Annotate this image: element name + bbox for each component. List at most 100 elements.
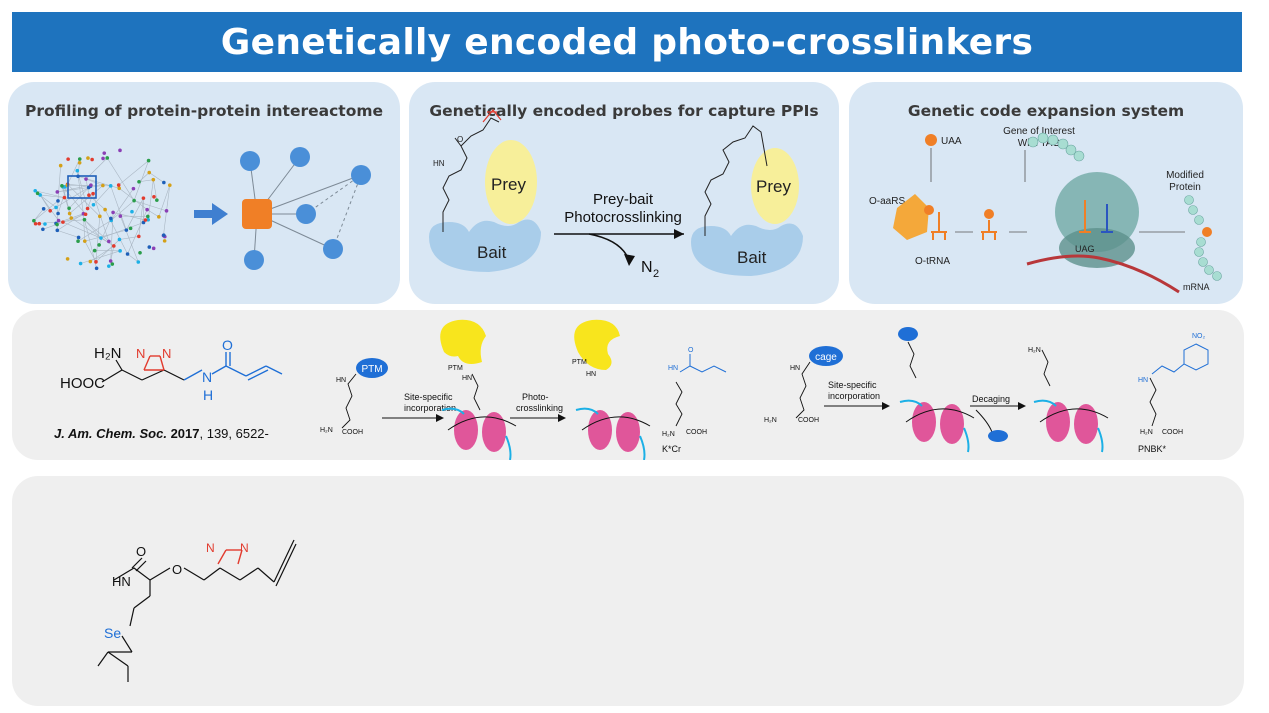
network-node: [37, 221, 42, 226]
network-node: [143, 218, 148, 222]
network-node: [157, 215, 161, 219]
svg-text:mRNA: mRNA: [1183, 282, 1210, 292]
network-node: [102, 151, 107, 155]
network-node: [92, 248, 97, 253]
svg-text:H₂N: H₂N: [662, 431, 675, 438]
network-node: [41, 206, 46, 211]
svg-text:Se: Se: [104, 625, 121, 641]
svg-text:N: N: [162, 346, 171, 361]
svg-text:HN: HN: [462, 375, 472, 382]
ptm-blob: [356, 358, 388, 378]
svg-text:HN: HN: [668, 365, 678, 372]
network-node: [43, 222, 47, 226]
network-node: [89, 183, 93, 187]
gce-panel: Genetic code expansion system UAA Gene o…: [849, 82, 1243, 304]
network-node: [118, 148, 122, 153]
network-node: [94, 266, 99, 271]
network-node: [58, 163, 63, 168]
network-node: [62, 195, 67, 200]
page-title: Genetically encoded photo-crosslinkers: [220, 21, 1034, 63]
svg-text:Gene of Interest: Gene of Interest: [1003, 126, 1075, 137]
n2-label: N: [641, 259, 653, 276]
network-node: [105, 156, 110, 160]
svg-text:J. Am. Chem. Soc. 2017, 139, 6: J. Am. Chem. Soc. 2017, 139, 6522-: [54, 426, 269, 441]
released-cage: [988, 430, 1008, 442]
svg-text:HN: HN: [336, 377, 346, 384]
histone-row-panel: H₂N HOOC N N N H O J. Am. Chem. Soc. 201…: [12, 310, 1244, 460]
network-node: [55, 228, 60, 233]
probes-panel-title: Genetically encoded probes for capture P…: [429, 102, 819, 120]
network-node: [110, 262, 115, 266]
network-node: [117, 186, 121, 191]
network-node: [164, 209, 169, 213]
network-node: [69, 216, 74, 220]
prey-label-left: Prey: [491, 175, 526, 194]
network-node: [124, 228, 129, 232]
network-node: [77, 160, 82, 165]
histone-crosslink-diagram: H₂N HOOC N N N H O J. Am. Chem. Soc. 201…: [54, 319, 1209, 460]
svg-text:H: H: [203, 387, 213, 403]
network-node: [91, 202, 96, 207]
network-node: [56, 211, 60, 216]
partner-node: [244, 250, 264, 270]
svg-text:N: N: [136, 346, 145, 361]
svg-text:Site-specific: Site-specific: [404, 392, 453, 402]
svg-text:COOH: COOH: [686, 429, 707, 436]
svg-text:O: O: [457, 135, 463, 144]
svg-text:N: N: [240, 541, 249, 555]
svg-text:H₂N: H₂N: [1140, 429, 1153, 436]
network-node: [118, 214, 123, 218]
network-node: [67, 211, 72, 216]
network-node: [82, 217, 87, 222]
network-node: [90, 157, 94, 162]
profiling-panel: Profiling of protein-protein intereactom…: [8, 82, 400, 304]
network-node: [85, 206, 90, 211]
nascent-chain: [1027, 132, 1085, 162]
network-node: [32, 218, 36, 223]
svg-text:N: N: [206, 541, 215, 555]
mrna-strand: [1026, 254, 1180, 294]
network-node: [147, 245, 152, 249]
network-node: [136, 260, 141, 264]
network-node: [107, 264, 111, 268]
network-node: [75, 168, 80, 173]
profiling-panel-title: Profiling of protein-protein intereactom…: [24, 102, 384, 120]
hub-protein-node: [242, 199, 272, 229]
svg-text:incorporation: incorporation: [404, 403, 456, 413]
svg-text:O: O: [688, 347, 694, 354]
network-node: [61, 220, 65, 224]
network-node: [48, 208, 52, 213]
network-node: [67, 206, 71, 211]
network-node: [65, 257, 70, 261]
zoom-arrow-icon: [194, 203, 228, 225]
partner-node: [296, 204, 316, 224]
svg-text:H₂N: H₂N: [320, 427, 333, 434]
network-node: [83, 212, 88, 217]
svg-text:COOH: COOH: [798, 417, 819, 424]
bait-label-right: Bait: [737, 248, 767, 267]
network-node: [98, 214, 102, 219]
network-node: [55, 222, 59, 227]
network-node: [161, 233, 166, 237]
network-node: [99, 236, 103, 240]
network-node: [146, 214, 150, 219]
svg-text:COOH: COOH: [1162, 429, 1183, 436]
svg-text:incorporation: incorporation: [828, 391, 880, 401]
kcr-label: K*Cr: [662, 444, 681, 454]
uaa-dot: [925, 134, 937, 146]
network-node: [78, 261, 83, 266]
network-node: [33, 188, 38, 193]
network-node: [137, 234, 141, 239]
network-edges: [33, 157, 171, 269]
svg-text:Photo-: Photo-: [522, 392, 549, 402]
ribosome-small: [1059, 228, 1135, 268]
network-node: [82, 239, 87, 243]
svg-text:HOOC: HOOC: [60, 375, 105, 392]
network-node: [167, 183, 172, 188]
network-node: [103, 207, 107, 212]
network-node: [118, 249, 122, 253]
gce-panel-title: Genetic code expansion system: [907, 102, 1185, 120]
pnbk-label: PNBK*: [1138, 444, 1167, 454]
network-node: [88, 259, 93, 264]
bait-label-left: Bait: [477, 243, 507, 262]
